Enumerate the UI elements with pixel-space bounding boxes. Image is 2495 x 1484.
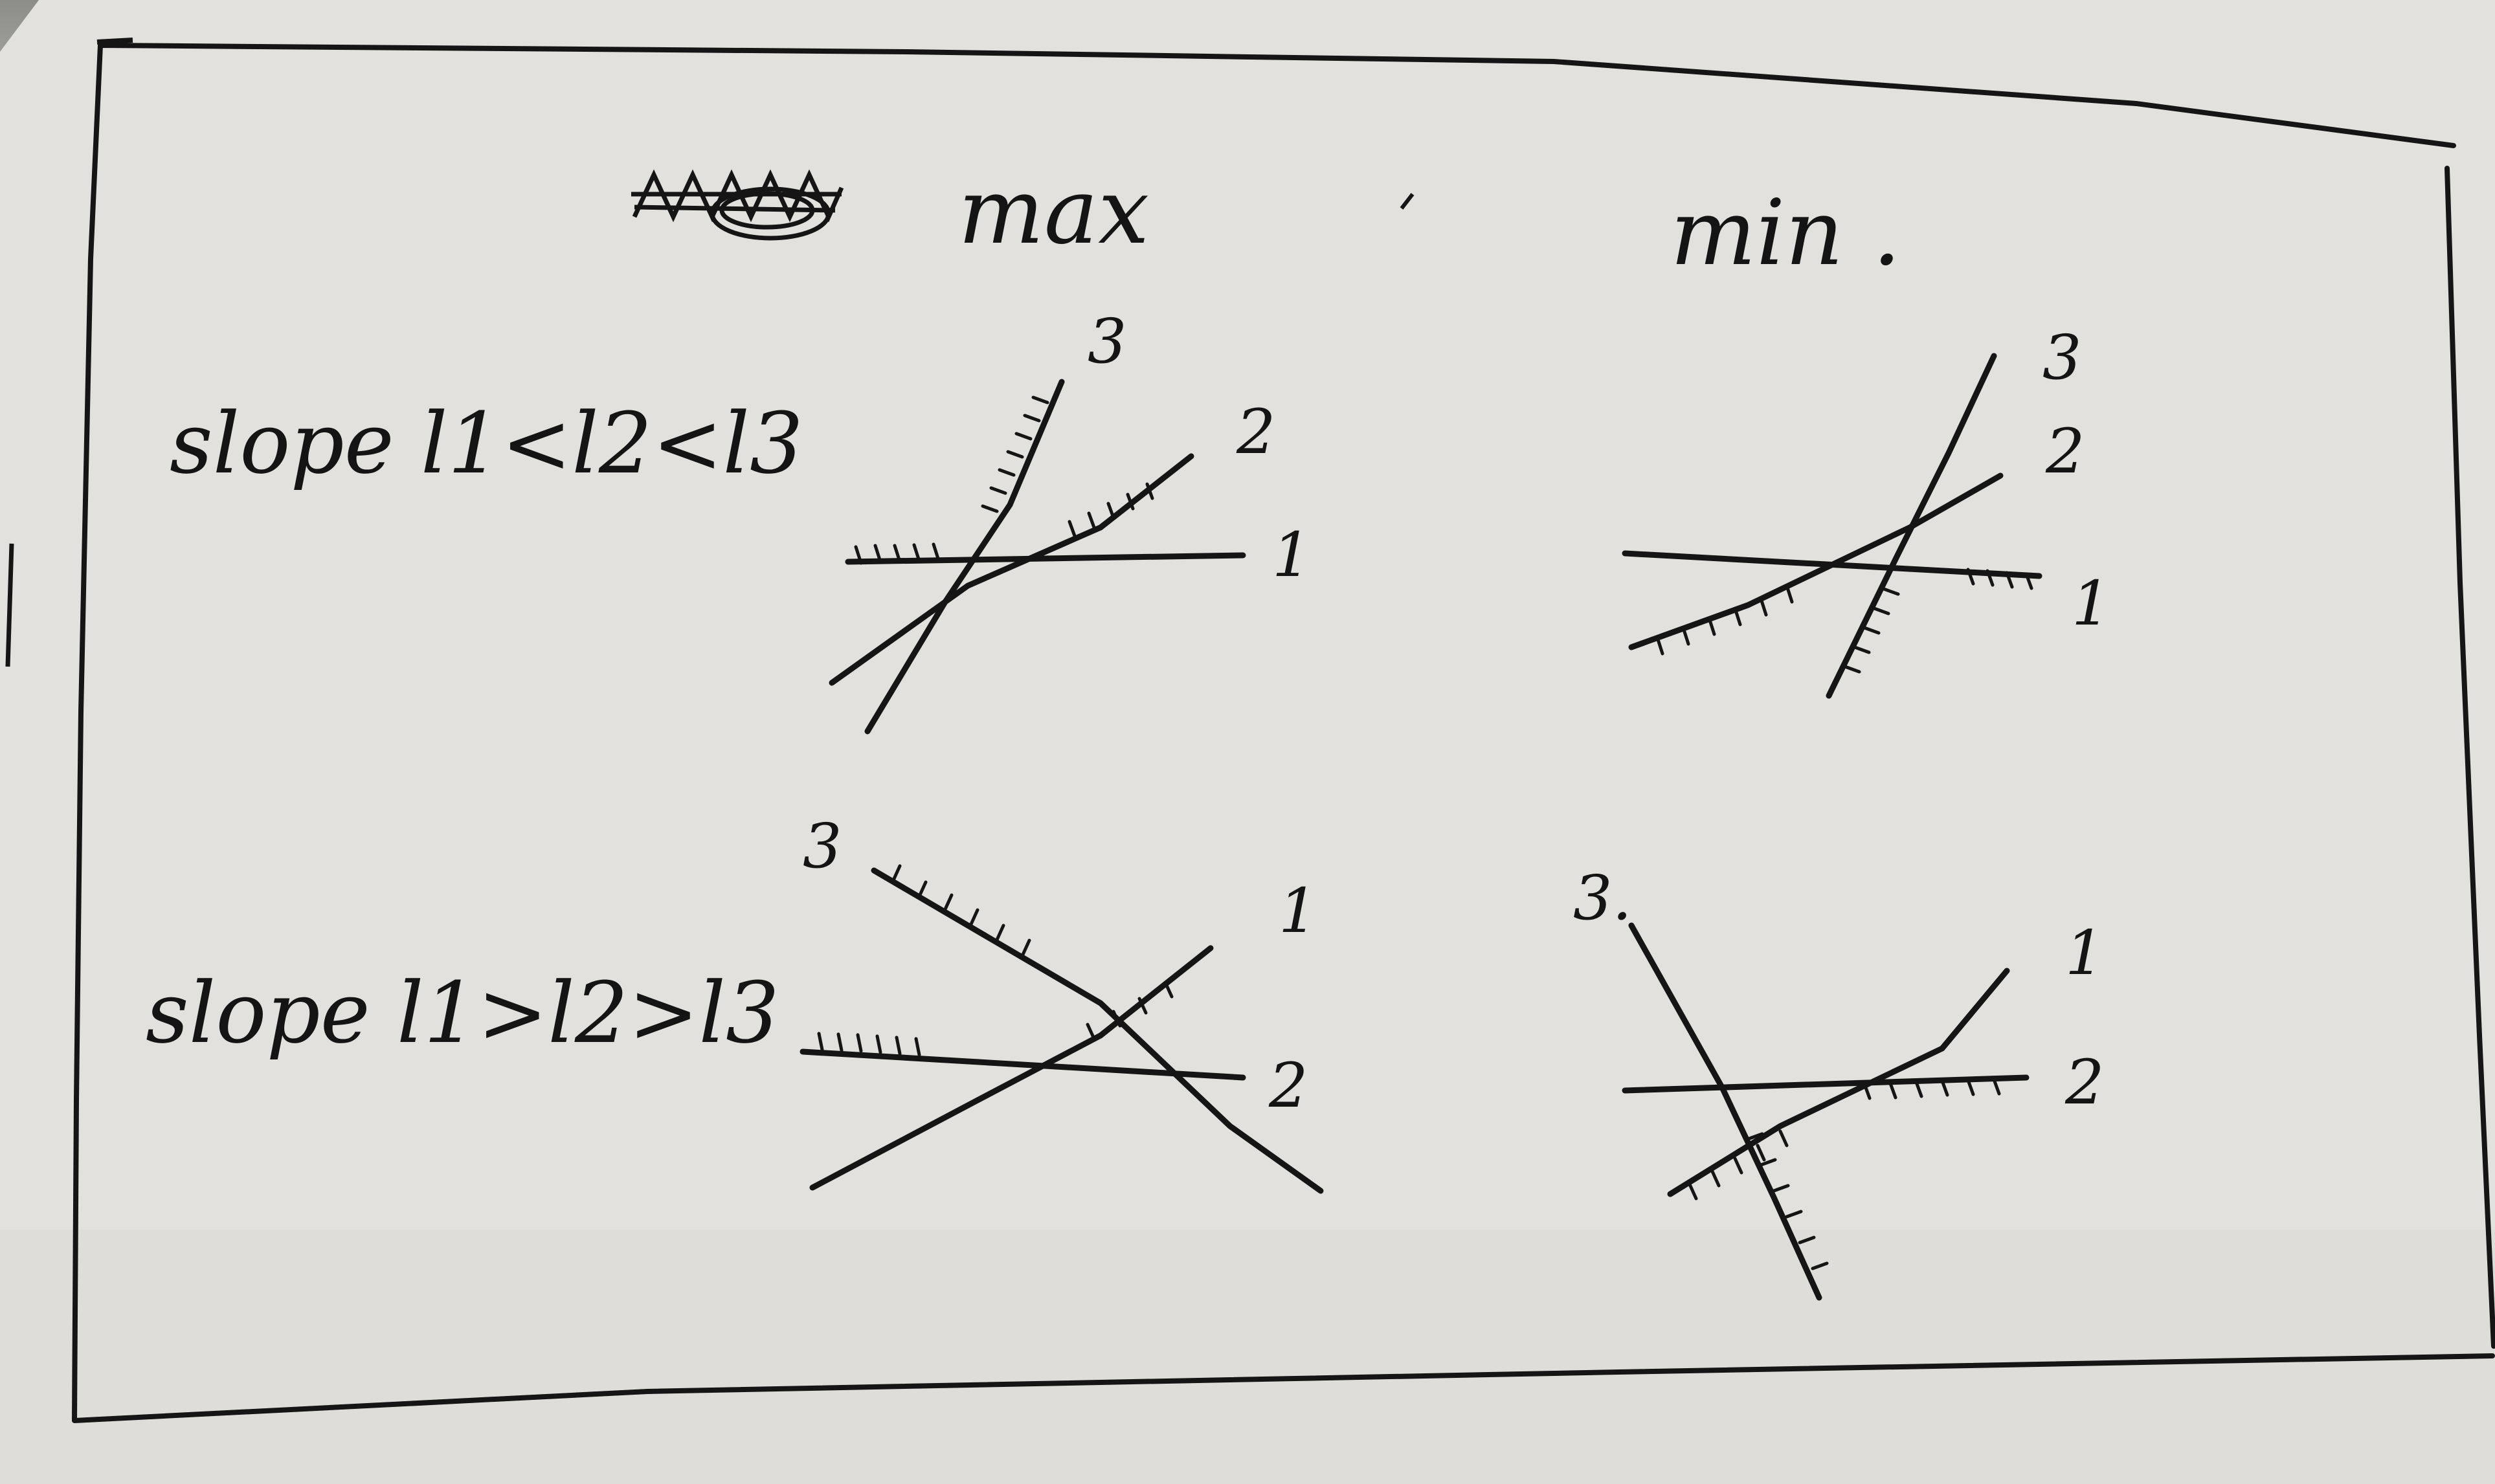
max-dec-line-2 <box>800 1048 1246 1081</box>
label-min-inc-2: 2 <box>2045 416 2085 487</box>
paper-lower <box>0 1230 2495 1484</box>
max-dec-line-3 <box>871 867 1324 1194</box>
label-max-inc-2: 2 <box>1236 397 1275 468</box>
hatch-marks <box>1688 1078 2001 1270</box>
header-min: min . <box>1670 181 1901 286</box>
label-min-dec-2: 2 <box>2064 1047 2104 1118</box>
min-dec-line-1 <box>1667 968 2010 1197</box>
stray-mark <box>1400 193 1415 210</box>
frame-border <box>72 43 2495 1423</box>
label-max-inc-3: 3 <box>1088 306 1126 377</box>
header-max: max <box>958 159 1149 265</box>
edge-mark <box>5 543 14 667</box>
hatch-marks <box>854 395 1154 565</box>
label-min-dec-1: 1 <box>2065 918 2104 989</box>
max-inc-line-3 <box>864 379 1065 735</box>
label-max-dec-2: 2 <box>1268 1050 1308 1122</box>
label-max-inc-1: 1 <box>1272 520 1311 591</box>
hatch-marks <box>817 864 1174 1057</box>
label-min-inc-3: 3 <box>2042 322 2081 393</box>
hatch-marks <box>1655 568 2033 674</box>
max-inc-line-2 <box>829 453 1194 686</box>
label-max-dec-3: 3 <box>803 811 842 882</box>
crossed-out-word <box>631 169 844 241</box>
panel-min-decreasing <box>1622 922 2030 1301</box>
min-dec-line-3 <box>1628 922 1822 1301</box>
row-label-decreasing: slope l1>l2>l3 <box>146 964 779 1062</box>
panel-min-increasing <box>1622 353 2042 699</box>
frame-tick <box>96 38 133 45</box>
label-max-dec-1: 1 <box>1279 876 1317 947</box>
label-min-inc-1: 1 <box>2072 568 2110 639</box>
label-min-dec-3: 3. <box>1573 863 1632 934</box>
panel-max-increasing <box>829 379 1246 735</box>
min-inc-line-2 <box>1628 472 2004 650</box>
min-dec-line-2 <box>1622 1074 2030 1094</box>
row-label-increasing: slope l1<l2<l3 <box>170 394 803 493</box>
max-inc-line-1 <box>845 552 1246 565</box>
panel-max-decreasing <box>800 864 1324 1194</box>
min-inc-line-3 <box>1826 353 1997 699</box>
